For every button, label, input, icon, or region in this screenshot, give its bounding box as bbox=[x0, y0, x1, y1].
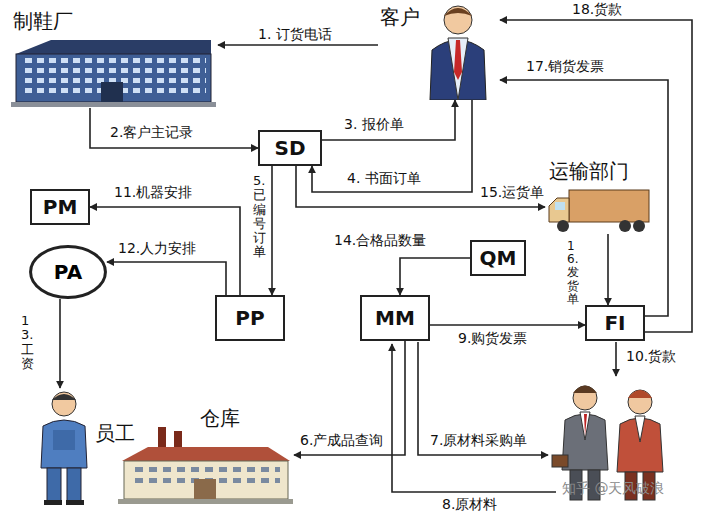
module-box: QM bbox=[470, 240, 526, 276]
flow-label: 15.运货单 bbox=[478, 184, 546, 201]
flow-label: 17.销货发票 bbox=[524, 58, 606, 75]
module-name: PM bbox=[43, 195, 78, 219]
illustration bbox=[118, 427, 293, 505]
node-label: 仓库 bbox=[200, 405, 240, 432]
module-name: QM bbox=[480, 246, 517, 270]
flow-label: 7.原材料采购单 bbox=[428, 432, 529, 449]
illustration bbox=[35, 388, 93, 506]
flow-label: 11.机器安排 bbox=[112, 184, 194, 201]
connector-line bbox=[615, 342, 617, 376]
flow-label: 14.合格品数量 bbox=[332, 232, 428, 249]
flow-arrow bbox=[500, 20, 692, 332]
flow-arrow bbox=[59, 299, 61, 388]
module-name: SD bbox=[274, 136, 305, 160]
flow-label: 3. 报价单 bbox=[342, 116, 406, 133]
module-box: FI bbox=[585, 305, 645, 341]
flow-label: 16.发货单 bbox=[566, 238, 580, 308]
customer-node: 客户 bbox=[378, 0, 500, 100]
node-label: 客户 bbox=[380, 4, 420, 31]
flow-label: 18.货款 bbox=[570, 1, 624, 18]
flow-arrow bbox=[90, 108, 258, 148]
connector-line bbox=[392, 344, 556, 492]
flow-label: 12.人力安排 bbox=[116, 240, 198, 257]
module-box: SD bbox=[258, 130, 322, 166]
flow-label: 8.原材料 bbox=[440, 496, 499, 513]
illustration bbox=[418, 0, 498, 100]
transport-node: 运输部门 bbox=[545, 158, 657, 234]
illustration bbox=[11, 36, 216, 108]
flow-label: 1. 订货电话 bbox=[256, 26, 334, 43]
flow-label: 2.客户主记录 bbox=[108, 124, 195, 141]
node-label: 运输部门 bbox=[549, 158, 629, 185]
module-box: MM bbox=[360, 295, 430, 341]
node-label: 员工 bbox=[95, 420, 135, 447]
flow-arrow bbox=[607, 234, 609, 305]
module-box: PP bbox=[215, 295, 285, 341]
node-label: 制鞋厂 bbox=[13, 8, 73, 35]
module-name: PA bbox=[54, 260, 82, 284]
module-name: MM bbox=[375, 306, 415, 330]
flow-arrow bbox=[312, 100, 472, 192]
flow-label: 5.已编号订单 bbox=[252, 172, 267, 262]
flow-arrow bbox=[218, 44, 378, 46]
module-name: FI bbox=[604, 311, 625, 335]
watermark: 知乎 @天风破浪 bbox=[560, 480, 666, 497]
flow-arrow bbox=[90, 207, 240, 295]
flow-label: 6.产成品查询 bbox=[298, 432, 385, 449]
warehouse-node: 仓库 bbox=[118, 405, 294, 505]
module-box: PM bbox=[30, 189, 90, 225]
connector-line bbox=[418, 342, 548, 455]
factory-node: 制鞋厂 bbox=[8, 8, 218, 108]
flow-arrow bbox=[400, 258, 470, 295]
flow-arrow bbox=[430, 324, 585, 326]
flow-arrow bbox=[322, 100, 455, 140]
flow-label: 9.购货发票 bbox=[456, 330, 529, 347]
illustration bbox=[545, 186, 655, 234]
flow-arrow bbox=[107, 262, 226, 295]
flow-label: 4. 书面订单 bbox=[345, 170, 423, 187]
flow-label: 13.工资 bbox=[20, 312, 35, 373]
flow-arrow bbox=[271, 166, 273, 295]
module-ellipse: PA bbox=[29, 245, 107, 299]
flow-arrow bbox=[294, 341, 405, 455]
module-name: PP bbox=[235, 306, 264, 330]
flow-label: 10.货款 bbox=[624, 348, 678, 365]
